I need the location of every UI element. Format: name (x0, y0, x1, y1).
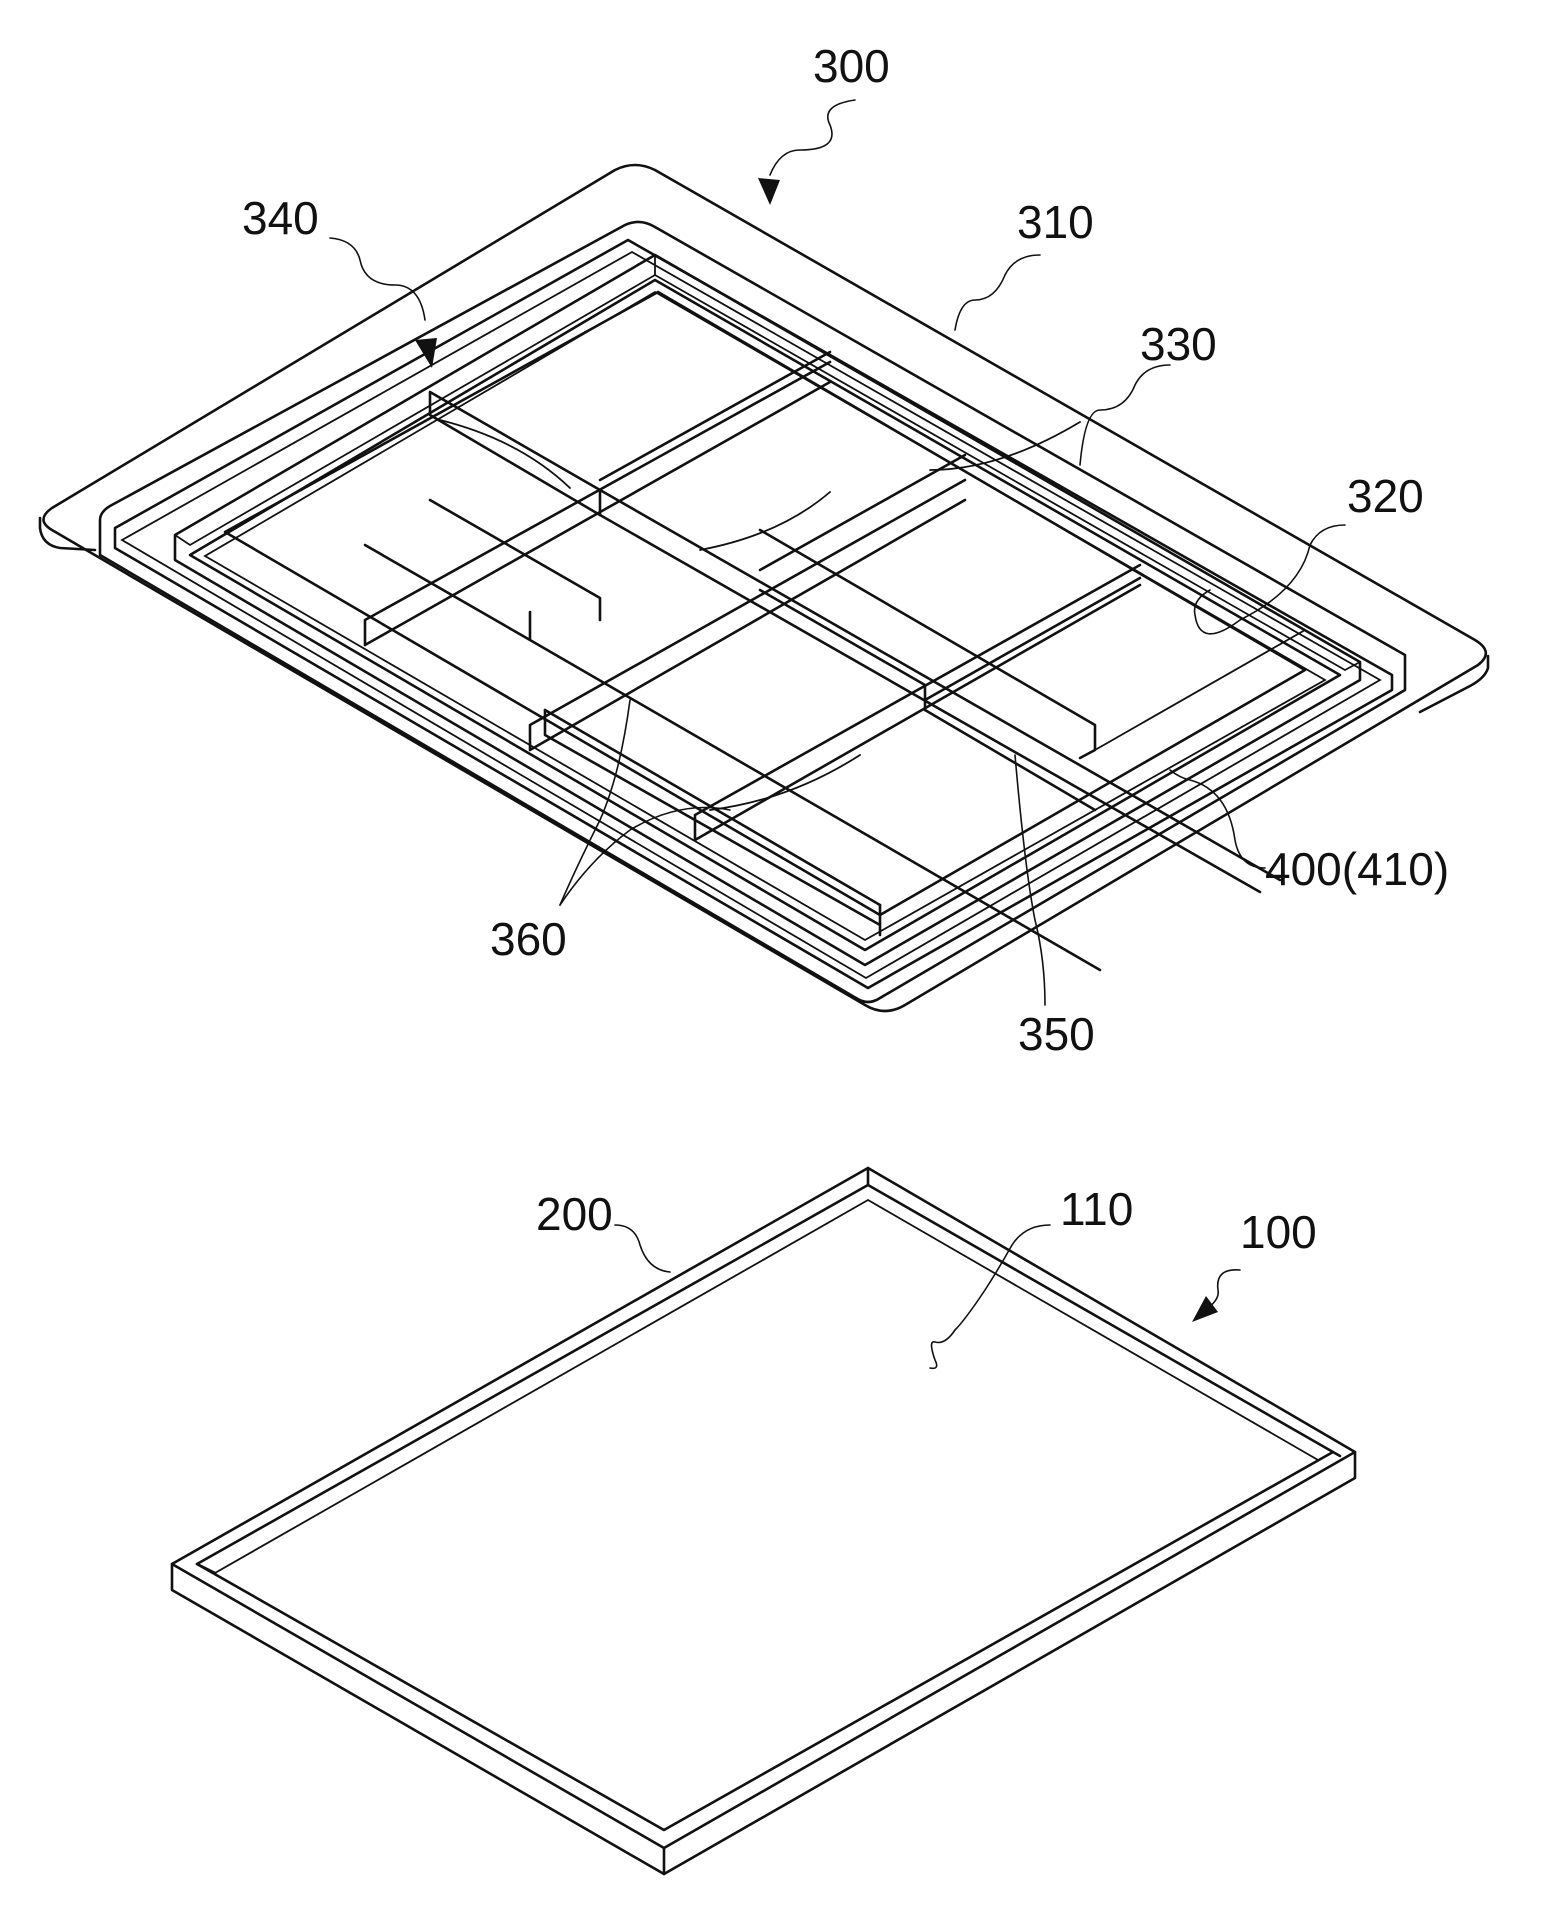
rib-m (543, 708, 882, 937)
outer-flange-310-thickness-right (1418, 654, 1490, 714)
label-110: 110 (1060, 1183, 1133, 1235)
label-400-410: 400(410) (1265, 843, 1449, 895)
rib-k (428, 498, 602, 622)
upper-frame-assembly (38, 163, 1490, 1013)
rib-i (758, 453, 967, 572)
label-330: 330 (1140, 318, 1217, 370)
tray-inner-rim (195, 1183, 1335, 1832)
leader-360-b (559, 806, 731, 906)
rib-h (598, 350, 832, 482)
arrow-300 (758, 178, 780, 205)
rib-curve-1 (439, 419, 571, 489)
step-ring-330-outer (98, 220, 1407, 1004)
rib-a (428, 390, 602, 517)
label-340: 340 (242, 192, 319, 244)
step-ring-330-mid (113, 238, 1394, 990)
rib-a2 (598, 488, 1282, 894)
rib-curve-3 (709, 754, 861, 811)
rib-n (923, 708, 1097, 812)
raised-wall-340-inner (188, 278, 1342, 952)
tray-outer-rim (170, 1166, 1357, 1850)
rib-l (758, 588, 927, 712)
grid-ribs (363, 350, 1282, 972)
outer-flange-310 (42, 163, 1488, 1013)
leader-110 (929, 1224, 1051, 1370)
panel-400-edge (1094, 629, 1306, 751)
rib-c (758, 528, 1097, 760)
rib-curve-2 (699, 491, 831, 551)
lower-tray-assembly (170, 1166, 1357, 1876)
leader-lines (329, 99, 1346, 1370)
label-320: 320 (1347, 470, 1424, 522)
reference-labels: 300 340 310 330 320 400(410) 360 350 200… (242, 40, 1449, 1258)
inner-surface-320 (223, 290, 1307, 917)
tray-inner-thickness (195, 1166, 1342, 1876)
arrow-100 (1192, 1296, 1218, 1322)
leader-340 (329, 237, 426, 321)
leader-330 (1079, 364, 1171, 466)
leader-100 (1204, 1269, 1241, 1311)
rib-curve-4 (929, 421, 1081, 471)
leader-200 (614, 1224, 671, 1273)
leader-300 (769, 99, 856, 176)
rib-e (363, 360, 832, 647)
outer-flange-310-thickness (38, 516, 97, 552)
rib-j (923, 576, 1142, 702)
label-360: 360 (490, 913, 567, 965)
label-300: 300 (813, 40, 890, 92)
label-200: 200 (536, 1188, 613, 1240)
step-ring-330-inner (120, 250, 1382, 980)
tray-outer-thickness (170, 1450, 1357, 1876)
leader-360-a (559, 699, 631, 906)
leader-310 (954, 254, 1041, 331)
label-310: 310 (1017, 196, 1094, 248)
arrow-340 (415, 338, 437, 368)
raised-wall-340-edge (174, 254, 1361, 672)
leader-400 (1169, 769, 1266, 869)
tray-wall-200 (214, 1198, 1319, 1574)
leader-320 (1193, 524, 1346, 635)
label-350: 350 (1018, 1008, 1095, 1060)
label-100: 100 (1240, 1206, 1317, 1258)
leader-350 (1014, 754, 1046, 1006)
rib-f (528, 478, 967, 752)
